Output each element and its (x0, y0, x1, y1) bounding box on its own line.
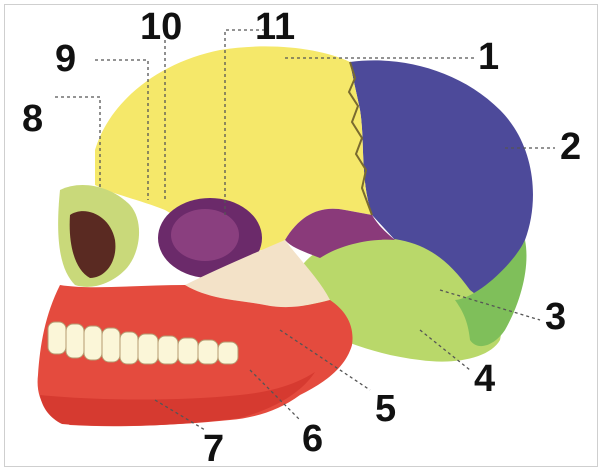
label-11: 11 (255, 8, 295, 46)
label-7: 7 (203, 430, 224, 468)
label-10: 10 (140, 8, 182, 46)
label-5: 5 (375, 390, 396, 428)
label-1: 1 (478, 38, 499, 76)
orbit-inner (171, 209, 239, 261)
label-9: 9 (55, 40, 76, 78)
label-3: 3 (545, 298, 566, 336)
label-8: 8 (22, 100, 43, 138)
label-2: 2 (560, 128, 581, 166)
label-4: 4 (474, 360, 495, 398)
leader-line-8 (55, 97, 100, 190)
label-6: 6 (302, 420, 323, 458)
